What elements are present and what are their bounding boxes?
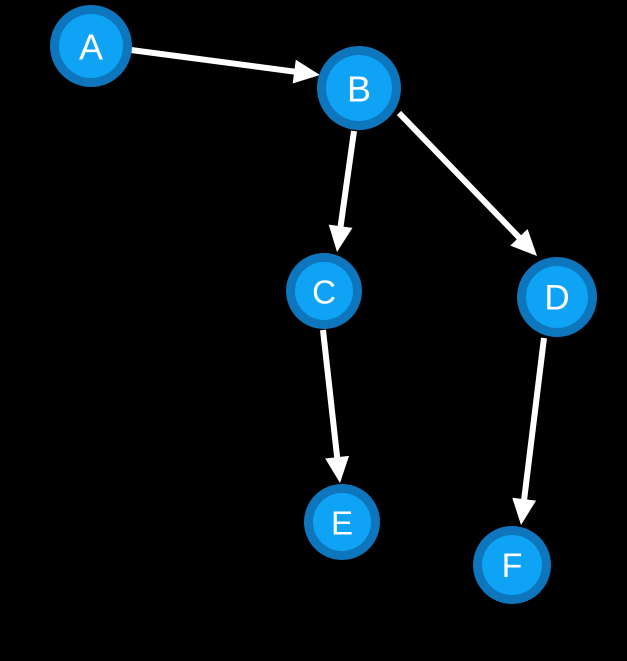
node-core	[326, 55, 392, 121]
graph-node-d[interactable]: D	[517, 257, 597, 337]
node-core	[526, 266, 588, 328]
edge-line	[337, 130, 357, 229]
edge-line	[396, 110, 523, 241]
arrowhead-icon	[325, 455, 350, 483]
graph-node-c[interactable]: C	[286, 253, 362, 329]
node-label: E	[331, 505, 353, 542]
graph-edge-a-b[interactable]	[130, 47, 320, 84]
edges-layer	[130, 47, 547, 525]
arrowhead-icon	[510, 228, 537, 256]
node-core	[482, 535, 542, 595]
graph-edge-b-c[interactable]	[328, 130, 357, 252]
node-label: D	[544, 279, 569, 318]
node-label: A	[79, 27, 103, 68]
graph-edge-c-e[interactable]	[320, 329, 350, 483]
edge-line	[320, 329, 341, 460]
edge-line	[130, 47, 297, 75]
node-label: B	[347, 69, 371, 110]
nodes-layer: A B C D E F	[50, 5, 597, 604]
edge-line	[520, 337, 547, 502]
arrowhead-icon	[328, 224, 353, 252]
graph-node-e[interactable]: E	[304, 484, 380, 560]
arrowhead-icon	[292, 59, 320, 84]
graph-edge-d-f[interactable]	[512, 337, 547, 525]
arrowhead-icon	[512, 497, 537, 525]
node-core	[295, 262, 353, 320]
node-core	[313, 493, 371, 551]
node-label: C	[312, 274, 336, 311]
graph-node-f[interactable]: F	[473, 526, 551, 604]
graph-node-a[interactable]: A	[50, 5, 132, 87]
node-core	[59, 14, 123, 78]
graph-edge-b-d[interactable]	[396, 110, 537, 256]
node-label: F	[502, 547, 523, 585]
graph-node-b[interactable]: B	[317, 46, 401, 130]
